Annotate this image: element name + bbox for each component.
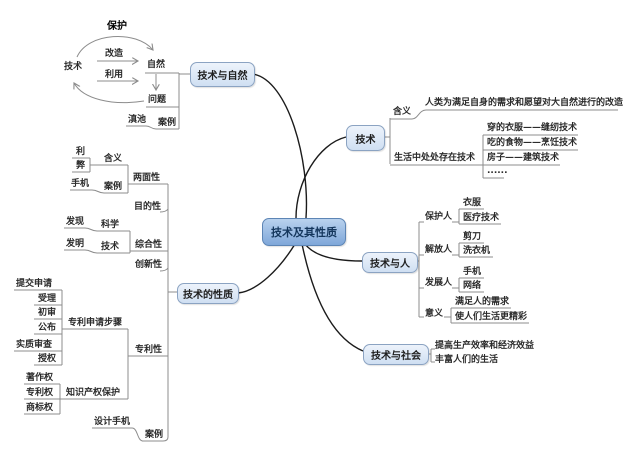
label-cycle-tech[interactable]: 技术 (64, 62, 83, 72)
label-science[interactable]: 科学 (101, 220, 120, 230)
label-trademark[interactable]: 商标权 (26, 403, 54, 413)
label-network[interactable]: 网络 (463, 281, 482, 291)
label-nature[interactable]: 自然 (147, 60, 166, 70)
label-tech-meaning[interactable]: 含义 (393, 107, 412, 117)
label-step-accept[interactable]: 受理 (38, 294, 57, 304)
label-property-case[interactable]: 案例 (145, 430, 164, 440)
label-duality[interactable]: 两面性 (133, 173, 161, 183)
label-efficiency[interactable]: 提高生产效率和经济效益 (435, 341, 535, 351)
label-discover[interactable]: 发现 (66, 217, 85, 227)
label-dianchi-case[interactable]: 滇池 (128, 115, 147, 125)
label-duality-case-phone[interactable]: 手机 (71, 179, 90, 189)
branch-node-tech-and-nature[interactable]: 技术与自然 (190, 62, 255, 87)
label-medical-tech[interactable]: 医疗技术 (463, 213, 500, 223)
human-branch-lines (416, 208, 529, 324)
label-tech-meaning-text[interactable]: 人类为满足自身的需求和愿望对大自然进行的改造 (425, 98, 624, 108)
label-purpose[interactable]: 目的性 (134, 202, 162, 212)
label-liberate-people[interactable]: 解放人 (425, 245, 453, 255)
center-branch-curves (237, 73, 364, 352)
label-patent-right[interactable]: 专利权 (26, 388, 54, 398)
label-copyright[interactable]: 著作权 (26, 373, 54, 383)
property-branch-lines (14, 157, 177, 442)
label-patent-steps[interactable]: 专利申请步骤 (68, 318, 123, 328)
label-clothes[interactable]: 衣服 (463, 198, 482, 208)
label-pro[interactable]: 利 (76, 147, 86, 157)
label-mobile-phone[interactable]: 手机 (463, 267, 482, 277)
label-tech-in-life[interactable]: 生活中处处存在技术 (394, 153, 476, 163)
label-develop-people[interactable]: 发展人 (425, 278, 453, 288)
label-step-substantive-review[interactable]: 实质审查 (16, 340, 53, 350)
label-satisfy-needs[interactable]: 满足人的需求 (455, 297, 510, 307)
label-tech-example-food[interactable]: 吃的食物——烹饪技术 (487, 138, 578, 148)
label-protect[interactable]: 保护 (107, 21, 127, 32)
label-better-life[interactable]: 使人们生活更精彩 (455, 312, 528, 322)
tech-branch-lines (383, 109, 618, 179)
label-problem[interactable]: 问题 (148, 95, 167, 105)
label-washing-machine[interactable]: 洗衣机 (463, 246, 491, 256)
label-nature-case[interactable]: 案例 (158, 118, 177, 128)
central-topic-node[interactable]: 技术及其性质 (262, 218, 346, 246)
label-step-grant[interactable]: 授权 (38, 354, 57, 364)
branch-node-tech[interactable]: 技术 (346, 125, 385, 151)
label-step-initial-review[interactable]: 初审 (38, 308, 57, 318)
branch-node-tech-and-human[interactable]: 技术与人 (362, 252, 418, 273)
branch-node-tech-and-society[interactable]: 技术与社会 (363, 344, 429, 365)
label-con[interactable]: 弊 (76, 161, 86, 171)
label-comprehensive[interactable]: 综合性 (135, 240, 163, 250)
label-step-publish[interactable]: 公布 (38, 323, 57, 333)
label-design-phone[interactable]: 设计手机 (94, 417, 131, 427)
label-utilize[interactable]: 利用 (105, 70, 124, 80)
label-scissors[interactable]: 剪刀 (463, 232, 482, 242)
label-tech-example-more[interactable]: ...... (487, 166, 508, 176)
label-tech-example-clothes[interactable]: 穿的衣服——缝纫技术 (487, 123, 578, 133)
label-invent[interactable]: 发明 (66, 239, 85, 249)
label-innovation[interactable]: 创新性 (135, 260, 163, 270)
label-patent[interactable]: 专利性 (135, 345, 163, 355)
label-duality-meaning[interactable]: 含义 (104, 154, 123, 164)
nature-branch-lines (126, 72, 190, 130)
label-tech-sub[interactable]: 技术 (101, 242, 120, 252)
label-duality-case[interactable]: 案例 (104, 182, 123, 192)
label-ip-protection[interactable]: 知识产权保护 (66, 388, 121, 398)
label-step-submit[interactable]: 提交申请 (16, 279, 53, 289)
label-tech-example-house[interactable]: 房子——建筑技术 (487, 153, 560, 163)
label-human-meaning[interactable]: 意义 (425, 309, 444, 319)
nature-cycle-arrows (74, 35, 156, 104)
branch-node-property-of-tech[interactable]: 技术的性质 (177, 283, 239, 304)
label-transform[interactable]: 改造 (105, 49, 124, 59)
label-enrich-life[interactable]: 丰富人们的生活 (435, 355, 499, 365)
label-protect-people[interactable]: 保护人 (425, 212, 453, 222)
